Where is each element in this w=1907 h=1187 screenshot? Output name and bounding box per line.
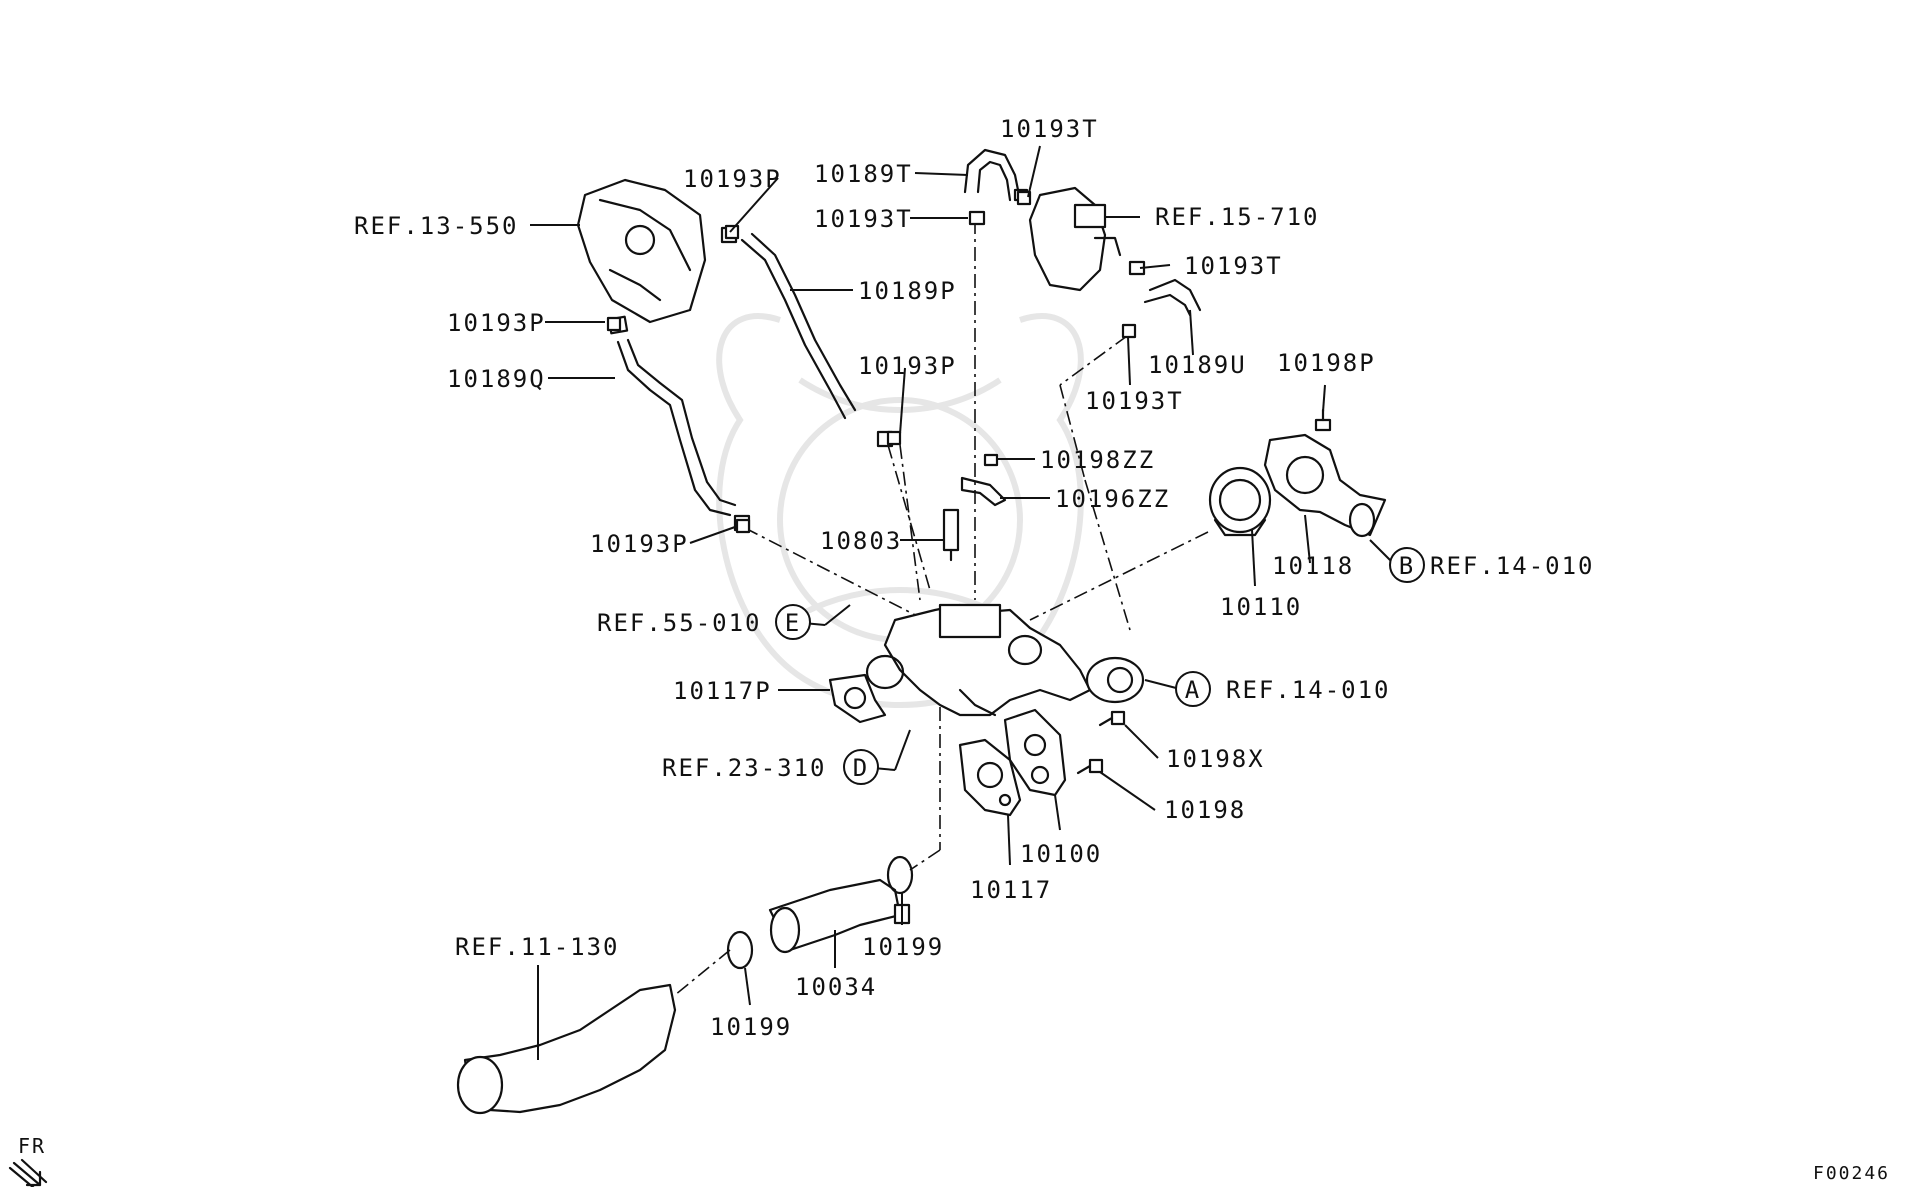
label-10193T-left: 10193T <box>814 205 913 233</box>
label-10117: 10117 <box>970 876 1052 904</box>
bypass-valve <box>1013 186 1146 292</box>
svg-text:B: B <box>1399 552 1415 580</box>
part-labels: REF.13-550 10193P 10193P 10189Q 10189P 1… <box>354 115 1595 1041</box>
main-housing <box>865 603 1145 717</box>
clamps <box>606 190 1032 534</box>
label-ref-14-010-a: REF.14-010 <box>1226 676 1391 704</box>
diagram-id: F00246 <box>1813 1163 1890 1184</box>
label-ref-13-550: REF.13-550 <box>354 212 519 240</box>
leader-lines <box>530 145 1396 1060</box>
label-10198X: 10198X <box>1166 745 1265 773</box>
label-10193P-left: 10193P <box>447 309 546 337</box>
label-10118: 10118 <box>1272 552 1354 580</box>
label-10189Q: 10189Q <box>447 365 546 393</box>
front-direction-marker: FR <box>8 1134 48 1187</box>
label-10193P-low: 10193P <box>590 530 689 558</box>
label-10193T-top: 10193T <box>1000 115 1099 143</box>
flange-plate <box>1003 708 1067 797</box>
label-10100: 10100 <box>1020 840 1102 868</box>
callout-A: A <box>1175 671 1211 707</box>
label-ref-23-310: REF.23-310 <box>662 754 827 782</box>
label-10803: 10803 <box>820 527 902 555</box>
water-inlet <box>456 983 677 1115</box>
callout-D: D <box>843 749 879 785</box>
label-10198P: 10198P <box>1277 349 1376 377</box>
svg-text:D: D <box>853 754 869 782</box>
label-10193T-low: 10193T <box>1085 387 1184 415</box>
label-10196ZZ: 10196ZZ <box>1055 485 1170 513</box>
label-10198ZZ: 10198ZZ <box>1040 446 1155 474</box>
hose-10189U <box>1121 278 1202 339</box>
hose-10189P <box>720 226 894 448</box>
bracket <box>960 476 1007 507</box>
label-10189P: 10189P <box>858 277 957 305</box>
arrow-icon <box>8 1158 48 1187</box>
callout-E: E <box>775 604 811 640</box>
label-10189U: 10189U <box>1148 351 1247 379</box>
gasket-10117P <box>828 673 887 724</box>
sensor <box>942 508 960 562</box>
throttle-body <box>576 178 707 324</box>
label-10198: 10198 <box>1164 796 1246 824</box>
label-10193P-mid: 10193P <box>858 352 957 380</box>
label-10193T-right: 10193T <box>1184 252 1283 280</box>
o-rings <box>726 855 914 970</box>
label-ref-55-010: REF.55-010 <box>597 609 762 637</box>
svg-text:E: E <box>785 609 801 637</box>
label-10193P-top: 10193P <box>683 165 782 193</box>
gasket-10117 <box>958 738 1022 817</box>
label-10034: 10034 <box>795 973 877 1001</box>
label-ref-15-710: REF.15-710 <box>1155 203 1320 231</box>
fr-label: FR <box>18 1134 46 1158</box>
hose-10189T <box>963 148 1022 202</box>
label-10110: 10110 <box>1220 593 1302 621</box>
svg-text:A: A <box>1185 676 1201 704</box>
label-10199-right: 10199 <box>862 933 944 961</box>
label-ref-11-130: REF.11-130 <box>455 933 620 961</box>
hose-10189Q <box>607 315 751 532</box>
dashed-guides <box>674 220 1209 996</box>
thermostat-housing <box>1263 433 1387 538</box>
label-10189T: 10189T <box>814 160 913 188</box>
label-ref-14-010-b: REF.14-010 <box>1430 552 1595 580</box>
thermostat <box>1208 466 1272 537</box>
label-10117P: 10117P <box>673 677 772 705</box>
callout-B: B <box>1389 547 1425 583</box>
label-10199-left: 10199 <box>710 1013 792 1041</box>
